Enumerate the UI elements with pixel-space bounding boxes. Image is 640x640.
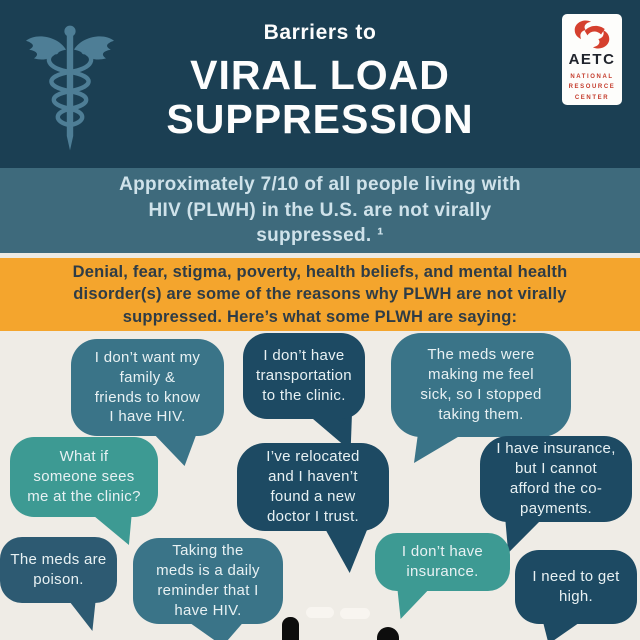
- quote-bubble-side-effects: The meds were making me feel sick, so I …: [391, 333, 571, 437]
- speech-tail: [323, 525, 369, 573]
- header-eyebrow: Barriers to: [263, 20, 377, 44]
- person-silhouette: [377, 627, 399, 640]
- person-silhouette: [282, 617, 299, 640]
- header-banner: Barriers to VIRAL LOAD SUPPRESSION AETC …: [0, 0, 640, 168]
- cloud-shape: [340, 608, 370, 619]
- title-line-2: SUPPRESSION: [166, 96, 474, 142]
- reasons-text: Denial, fear, stigma, poverty, health be…: [72, 263, 568, 326]
- stat-text: Approximately 7/10 of all people living …: [119, 174, 521, 247]
- aetc-logo-subtitle: NATIONAL RESOURCE CENTER: [568, 73, 616, 101]
- title-line-1: VIRAL LOAD: [190, 51, 450, 98]
- caduceus-icon: [22, 14, 118, 162]
- quote-bubble-get-high: I need to get high.: [515, 550, 637, 624]
- aetc-logo: AETC NATIONAL RESOURCE CENTER: [562, 14, 622, 105]
- quote-bubble-copayments: I have insurance, but I cannot afford th…: [480, 436, 632, 522]
- divider: [0, 253, 640, 258]
- quote-bubble-reminder: Taking the meds is a daily reminder that…: [133, 538, 283, 624]
- aetc-ribbon-icon: [574, 20, 610, 49]
- quote-bubble-poison: The meds are poison.: [0, 537, 117, 603]
- cloud-shape: [306, 607, 334, 618]
- stat-banner: Approximately 7/10 of all people living …: [0, 168, 640, 253]
- quote-bubble-family: I don’t want my family & friends to know…: [71, 339, 224, 436]
- quotes-section: I don’t want my family & friends to know…: [0, 331, 640, 640]
- reasons-banner: Denial, fear, stigma, poverty, health be…: [0, 258, 640, 331]
- aetc-logo-acronym: AETC: [568, 51, 616, 68]
- quote-bubble-relocated: I’ve relocated and I haven’t found a new…: [237, 443, 389, 531]
- quote-bubble-stigma: What if someone sees me at the clinic?: [10, 437, 158, 517]
- quote-bubble-transportation: I don’t have transportation to the clini…: [243, 333, 365, 419]
- quote-bubble-no-insurance: I don’t have insurance.: [375, 533, 510, 591]
